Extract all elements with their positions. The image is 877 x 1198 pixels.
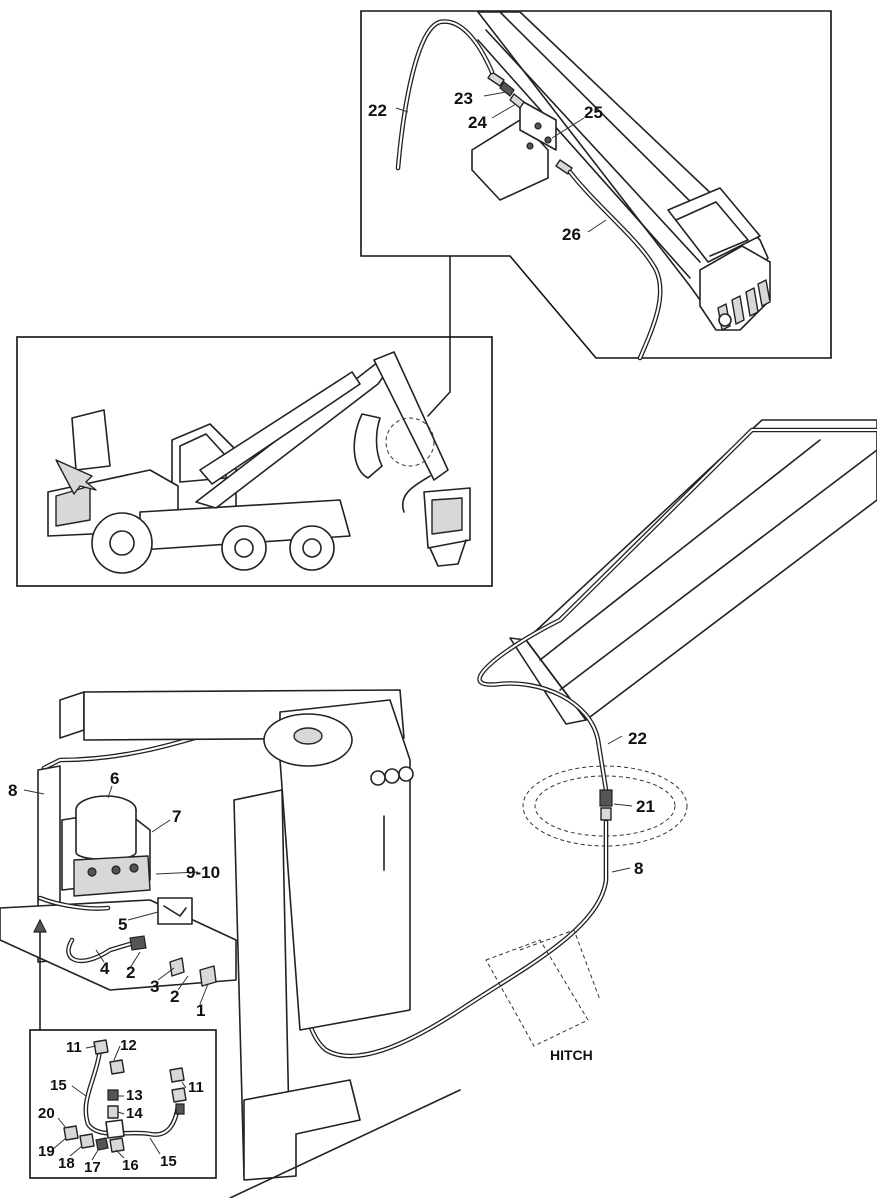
callout-1: 1 [196, 1001, 205, 1020]
callout-17: 17 [84, 1159, 101, 1176]
tool-icon-box [157, 897, 193, 925]
callout-15a: 15 [50, 1077, 67, 1094]
callout-2a: 2 [126, 963, 135, 982]
callout-9-10: 9-10 [186, 863, 220, 882]
callout-26: 26 [562, 225, 581, 244]
callout-11a: 11 [66, 1039, 82, 1056]
callout-20: 20 [38, 1105, 55, 1122]
callout-23: 23 [454, 89, 473, 108]
callout-3: 3 [150, 977, 159, 996]
callout-7: 7 [172, 807, 181, 826]
callout-8-left: 8 [8, 781, 17, 800]
callout-18: 18 [58, 1155, 75, 1172]
hitch-outline [485, 939, 589, 1047]
callout-22-top: 22 [368, 101, 387, 120]
callout-19: 19 [38, 1143, 55, 1160]
machine-overview-box [16, 336, 493, 587]
callout-14: 14 [126, 1105, 143, 1122]
lower-main-drawing: HITCH [0, 419, 877, 1198]
callout-12: 12 [120, 1037, 137, 1054]
callout-13: 13 [126, 1087, 143, 1104]
inset-box-fittings: 11 12 15 13 11 14 20 19 18 17 16 15 [29, 1029, 217, 1179]
callout-24: 24 [468, 113, 487, 132]
callout-22-mid: 22 [628, 729, 647, 748]
callout-11b: 11 [188, 1079, 204, 1096]
detail-box-boom-tip: 22 23 24 25 26 [360, 10, 832, 361]
callout-21: 21 [636, 797, 655, 816]
callout-25: 25 [584, 103, 603, 122]
callout-4: 4 [100, 959, 110, 978]
callout-5: 5 [118, 915, 127, 934]
hitch-label: HITCH [550, 1047, 593, 1063]
callout-2b: 2 [170, 987, 179, 1006]
callout-8-right: 8 [634, 859, 643, 878]
callout-15b: 15 [160, 1153, 177, 1170]
detail-connector-line [427, 255, 451, 417]
callout-16: 16 [122, 1157, 139, 1174]
callout-6: 6 [110, 769, 119, 788]
